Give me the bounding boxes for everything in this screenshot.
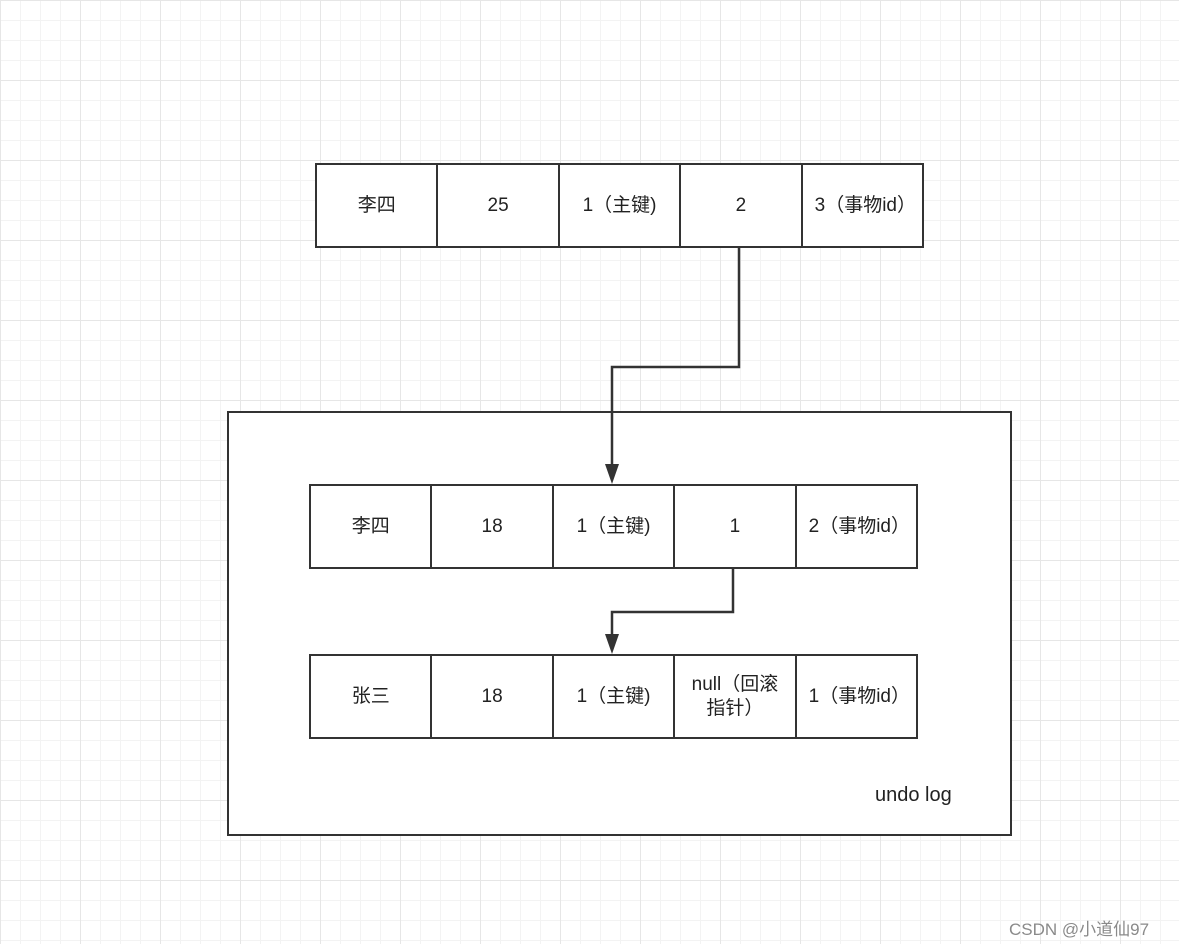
undo-record-2-primary-key-cell: 1（主键) (551, 656, 673, 737)
current-record-primary-key-cell: 1（主键) (557, 165, 679, 246)
undo-log-label: undo log (875, 784, 952, 806)
undo-record-1-age-cell: 18 (430, 486, 551, 567)
undo-log-container (227, 411, 1012, 836)
undo-record-row-2: 张三 18 1（主键) null（回滚指针） 1（事物id） (309, 654, 918, 739)
current-record-transaction-id-cell: 3（事物id） (800, 165, 922, 246)
undo-record-2-name-cell: 张三 (351, 685, 390, 707)
watermark: CSDN @小道仙97 (1009, 920, 1150, 939)
undo-record-2-rollback-pointer-cell: null（回滚指针） (673, 656, 794, 737)
undo-record-2-age-cell: 18 (430, 656, 551, 737)
undo-record-1-transaction-id-cell: 2（事物id） (794, 486, 916, 567)
current-record-row: 李四 25 1（主键) 2 3（事物id） (315, 163, 924, 248)
undo-record-2-transaction-id-cell: 1（事物id） (794, 656, 916, 737)
current-record-age-cell: 25 (436, 165, 557, 246)
undo-record-row-1: 李四 18 1（主键) 1 2（事物id） (309, 484, 918, 569)
current-record-name-cell: 李四 (357, 194, 396, 216)
undo-record-1-name-cell: 李四 (351, 515, 390, 537)
current-record-rollback-pointer-cell: 2 (679, 165, 800, 246)
undo-record-1-rollback-pointer-cell: 1 (673, 486, 794, 567)
undo-record-1-primary-key-cell: 1（主键) (551, 486, 673, 567)
